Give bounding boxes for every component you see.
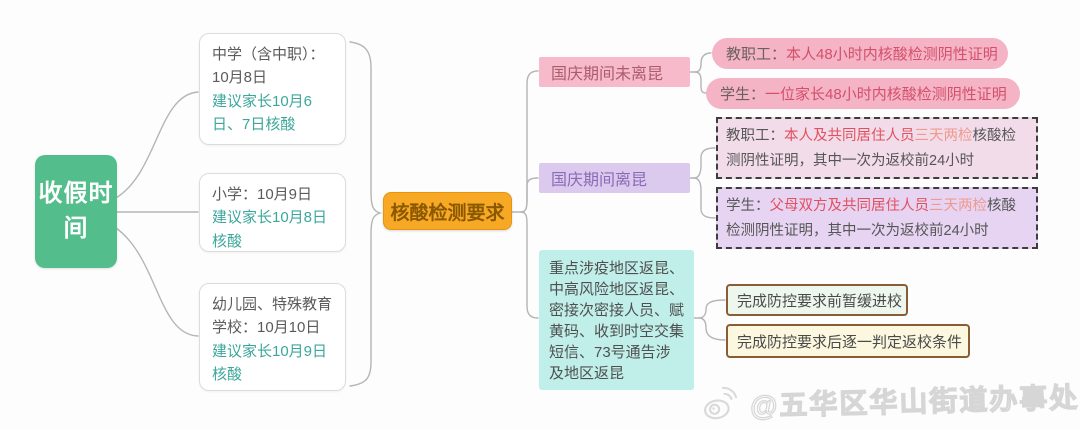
rule-highlight-text: 三天两检 bbox=[914, 128, 973, 144]
rule-prefix: 学生： bbox=[720, 86, 766, 103]
center-label: 核酸检测要求 bbox=[390, 202, 505, 224]
branch-suggestion: 建议家长10月8日核酸 bbox=[212, 209, 328, 250]
branch-title: 小学：10月9日 bbox=[212, 186, 313, 203]
rule-highlight-text: 三天两检 bbox=[929, 198, 987, 214]
rule-red-text: 父母双方及共同居住人员 bbox=[769, 198, 930, 214]
rule-text: 完成防控要求后逐一判定返校条件 bbox=[737, 333, 963, 351]
rule-text: 本人48小时内核酸检测阴性证明 bbox=[786, 46, 998, 63]
watermark-handle: @五华区华山街道办事处 bbox=[749, 381, 1080, 422]
category-key-epidemic-areas: 重点涉疫地区返昆、中高风险地区返昆、密接次密接人员、赋黄码、收到时空交集短信、7… bbox=[539, 250, 694, 390]
weibo-icon bbox=[699, 381, 742, 429]
category-label: 国庆期间离昆 bbox=[551, 172, 648, 189]
rule-rest-text: 核酸检测阴性证明，其中一次为返校前24小时 bbox=[726, 198, 1016, 240]
branch-suggestion: 建议家长10月9日核酸 bbox=[212, 342, 328, 383]
rule-text: 一位家长48小时内核酸检测阴性证明 bbox=[765, 86, 1007, 103]
rule-staff-3day-2test: 教职工：本人及共同居住人员三天两检核酸检测阴性证明，其中一次为返校前24小时 bbox=[716, 117, 1038, 179]
category-label: 重点涉疫地区返昆、中高风险地区返昆、密接次密接人员、赋黄码、收到时空交集短信、7… bbox=[549, 260, 685, 382]
branch-title: 幼儿园、特殊教育学校：10月10日 bbox=[212, 296, 333, 337]
center-node-testing-requirements: 核酸检测要求 bbox=[383, 192, 512, 230]
rule-judge-return-conditions: 完成防控要求后逐一判定返校条件 bbox=[726, 324, 970, 358]
rule-prefix: 学生： bbox=[726, 198, 770, 214]
rule-text: 完成防控要求前暂缓进校 bbox=[737, 292, 903, 310]
rule-student-48h: 学生：一位家长48小时内核酸检测阴性证明 bbox=[706, 78, 1020, 109]
branch-middle-school: 中学（含中职）：10月8日 建议家长10月6日、7日核酸 bbox=[199, 33, 346, 145]
root-label: 收假时间 bbox=[38, 179, 114, 242]
branch-title: 中学（含中职）：10月8日 bbox=[212, 46, 325, 87]
rule-rest-text: 核酸检测阴性证明，其中一次为返校前24小时 bbox=[726, 128, 1016, 170]
rule-staff-48h: 教职工：本人48小时内核酸检测阴性证明 bbox=[712, 38, 1008, 69]
rule-prefix: 教职工： bbox=[726, 46, 787, 63]
category-not-left-kunming: 国庆期间未离昆 bbox=[539, 57, 690, 87]
branch-kindergarten: 幼儿园、特殊教育学校：10月10日 建议家长10月9日核酸 bbox=[199, 283, 346, 391]
branch-suggestion: 建议家长10月6日、7日核酸 bbox=[212, 92, 313, 133]
root-node-holiday-time: 收假时间 bbox=[35, 155, 117, 268]
rule-suspend-entry: 完成防控要求前暂缓进校 bbox=[726, 284, 908, 316]
rule-red-text: 本人及共同居住人员 bbox=[784, 128, 915, 144]
watermark: @五华区华山街道办事处 bbox=[699, 373, 1080, 428]
category-left-kunming: 国庆期间离昆 bbox=[539, 163, 690, 193]
branch-primary-school: 小学：10月9日 建议家长10月8日核酸 bbox=[199, 173, 346, 252]
rule-prefix: 教职工： bbox=[726, 128, 784, 144]
category-label: 国庆期间未离昆 bbox=[551, 66, 664, 83]
rule-student-3day-2test: 学生：父母双方及共同居住人员三天两检核酸检测阴性证明，其中一次为返校前24小时 bbox=[716, 187, 1038, 249]
